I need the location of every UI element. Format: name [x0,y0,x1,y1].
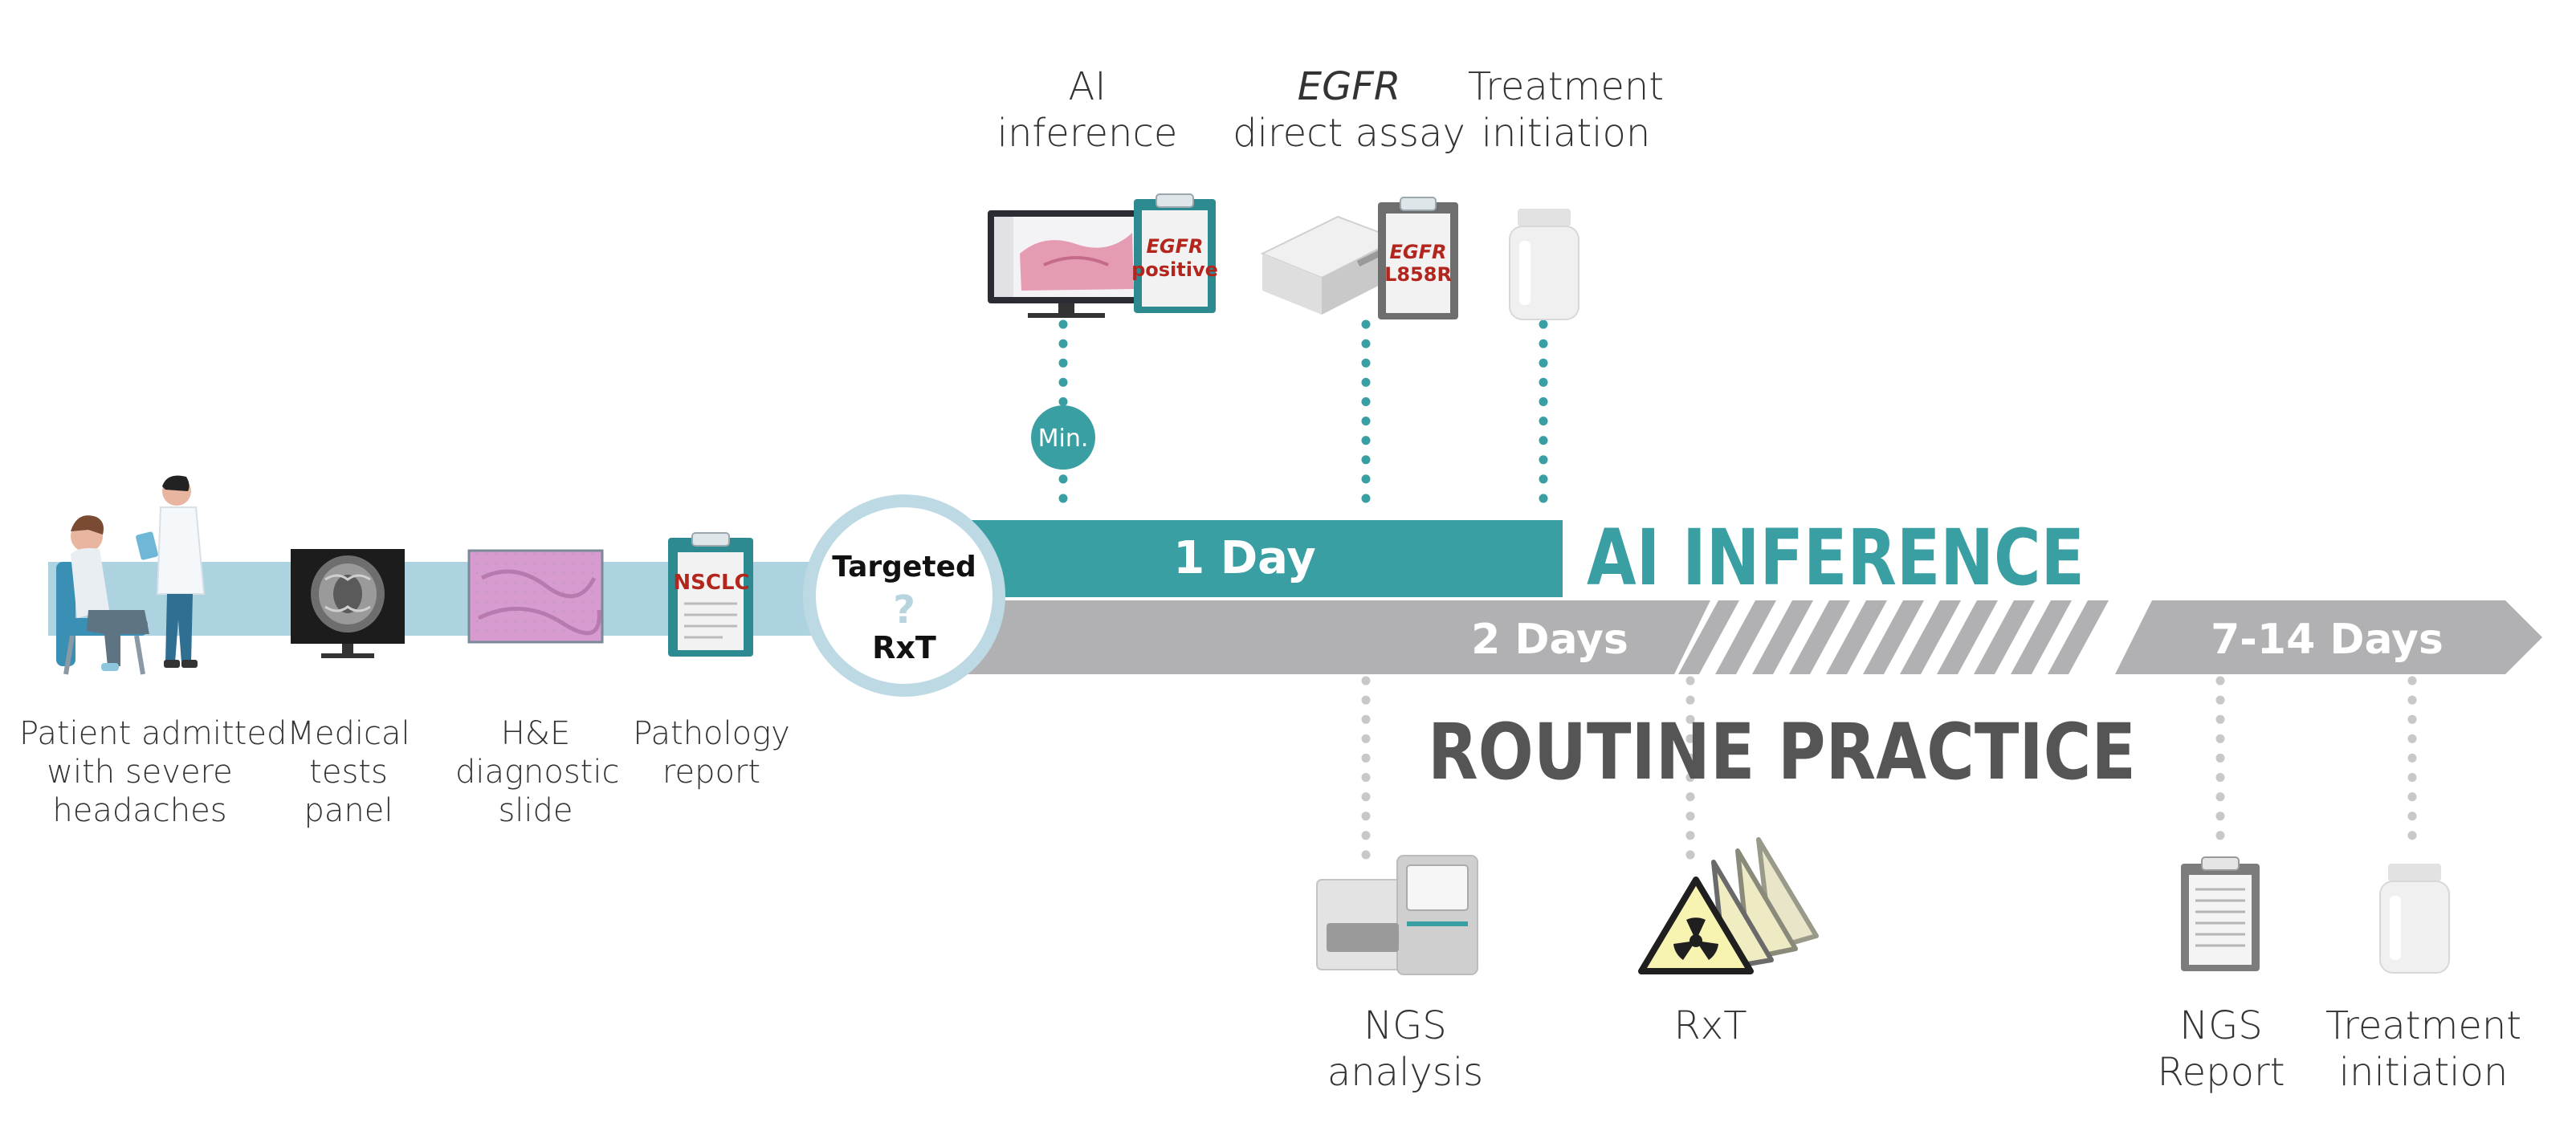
assay-machine-icon [1260,197,1458,319]
tissue-slide-icon [467,549,604,644]
routine-timeline-bar-left [956,600,1767,674]
routine-timeline-bar-right [2115,600,2542,674]
report-icon [2181,856,2260,971]
ai-clip-line1: EGFR [1147,235,1204,258]
routine-step-label-treatment: Treatment initiation [2325,1003,2522,1095]
clipboard-report-icon [668,532,753,657]
decision-circle [803,494,1005,697]
ai-step-label-treatment: Treatment initiation [1467,64,1665,156]
min-badge-label: Min. [1038,425,1089,453]
step-label-pathology: Pathology report [633,715,790,791]
ai-clip-line2: positive [1131,258,1218,281]
ai-timeline-bar [956,520,1563,597]
ai-inference-title: AI INFERENCE [1587,513,2085,603]
ai-step-label-egfr-assay: EGFR direct assay [1233,64,1465,156]
routine-duration-long: 7-14 Days [2211,616,2444,664]
pill-bottle-icon [1509,209,1579,320]
brain-scan-monitor-icon [291,549,405,658]
ai-duration-label: 1 Day [1173,532,1316,584]
ai-step-label-inference: AI inference [997,64,1178,156]
routine-timeline-stripes [1674,600,2136,674]
pill-bottle-icon [2379,864,2450,974]
decision-question-mark: ? [893,588,915,632]
radiation-warning-icon [1638,837,1819,974]
assay-clip-line2: L858R [1384,263,1452,286]
step-label-patient: Patient admitted with severe headaches [19,715,287,829]
min-badge [1031,405,1095,470]
routine-duration-short: 2 Days [1471,616,1628,664]
step-label-he-slide: H&E diagnostic slide [455,715,620,829]
sequencer-icon [1316,855,1478,975]
decision-line2: RxT [872,630,936,665]
clipboard-nsclc-label: NSCLC [673,571,749,595]
patient-doctor-icon [56,475,206,675]
routine-practice-title: ROUTINE PRACTICE [1428,707,2136,797]
routine-step-label-rxt: RxT [1673,1003,1747,1048]
assay-clip-line1: EGFR [1390,241,1447,263]
monitor-slide-icon [988,193,1216,318]
routine-step-label-ngs-report: NGS Report [2157,1003,2285,1095]
step-label-medical-tests: Medical tests panel [287,715,410,829]
decision-line1: Targeted [832,551,976,584]
routine-step-label-ngs-analysis: NGS analysis [1327,1003,1484,1095]
